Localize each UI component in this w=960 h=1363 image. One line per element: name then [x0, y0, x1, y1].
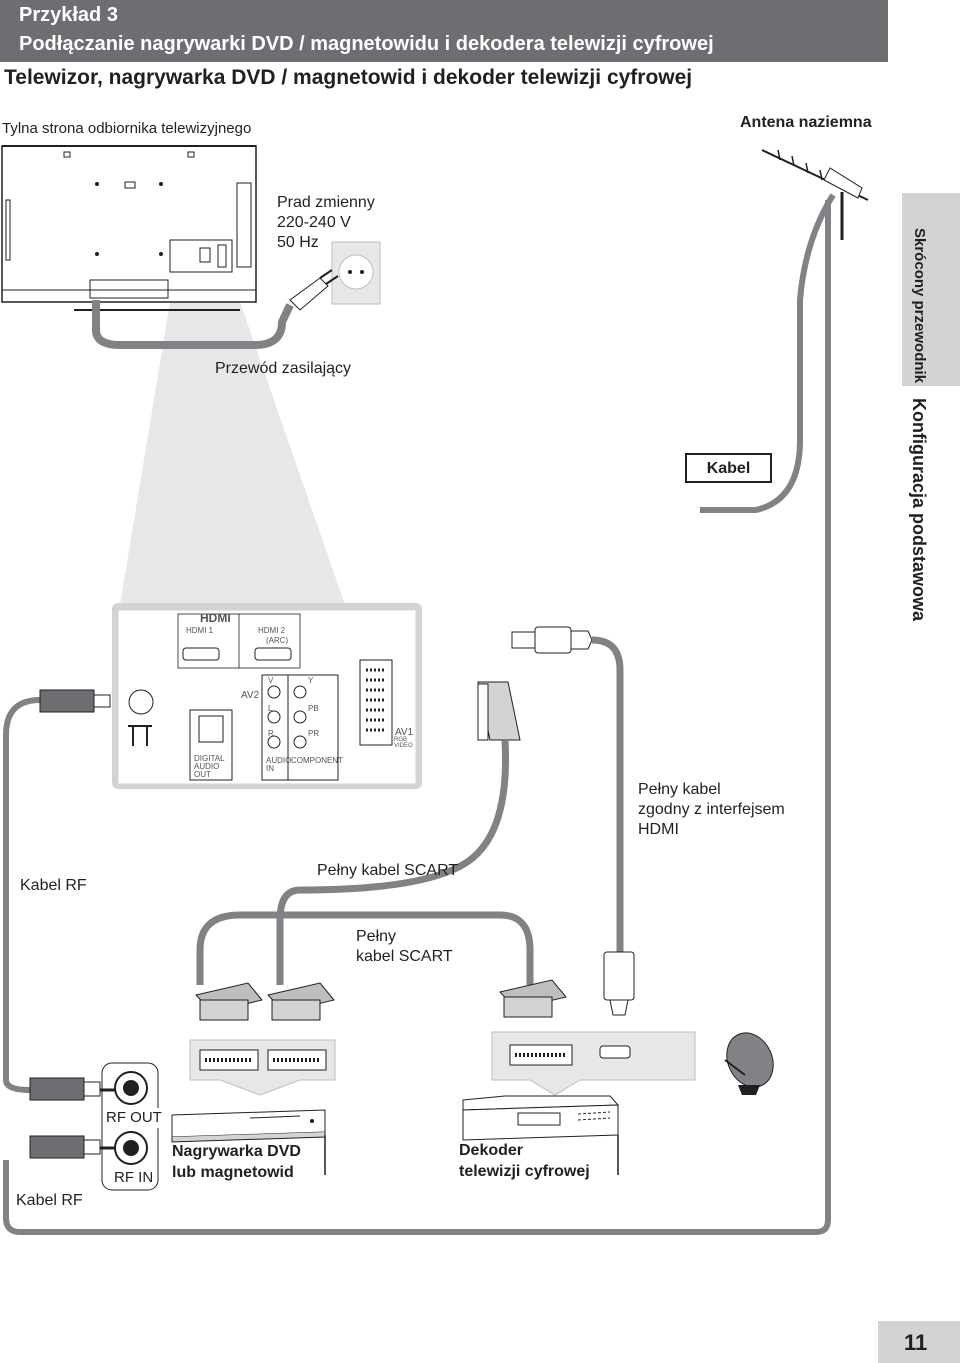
scart-plug-recorder-1: [195, 982, 263, 1021]
hdmi-plug-icon: [511, 626, 593, 654]
scart-cable-label-2-line2: kabel SCART: [356, 948, 453, 965]
r-label: R: [268, 729, 274, 738]
cable-label-box: Kabel: [685, 453, 772, 483]
optical-port: [198, 715, 224, 743]
video-label: VIDEO: [394, 743, 413, 749]
ac-label-line2: 220-240 V: [277, 214, 351, 231]
antenna-feed-cable: [3, 200, 831, 1235]
audio-in-label: AUDIO: [266, 756, 292, 765]
scart-cable-label-2-line1: Pełny: [356, 928, 397, 945]
side-tab: [902, 193, 960, 386]
l-label: L: [268, 704, 273, 713]
scart-cable-2: [196, 911, 534, 985]
scart-port: [359, 659, 393, 746]
power-plug-icon: [289, 269, 339, 311]
digital-label: DIGITAL: [194, 754, 225, 763]
y-label: Y: [308, 676, 314, 685]
hdmi-plug-decoder: [603, 951, 635, 1016]
power-cord: [92, 300, 294, 349]
antenna-cable: [700, 193, 836, 513]
pb-label: PB: [308, 704, 319, 713]
example-heading: Podłączanie nagrywarki DVD / magnetowidu…: [19, 33, 714, 55]
decoder-label-line2: telewizji cyfrowej: [459, 1163, 590, 1180]
antenna-icon: [761, 149, 869, 240]
component-label: COMPONENT: [291, 756, 343, 765]
recorder-device: [171, 1109, 326, 1143]
power-cord-label: Przewód zasilający: [215, 360, 352, 377]
rf-plug-icon: [29, 689, 111, 1159]
decoder-back-panel: [491, 1031, 696, 1096]
diagram-subtitle: Telewizor, nagrywarka DVD / magnetowid i…: [4, 66, 693, 89]
rf-cable-label-top: Kabel RF: [20, 877, 87, 894]
hdmi-logo: HDMI: [200, 611, 231, 625]
decoder-device: [462, 1095, 620, 1141]
v-label: V: [268, 676, 274, 685]
rf-out-label: RF OUT: [106, 1108, 162, 1128]
scart-plug-decoder: [499, 979, 567, 1018]
digital-out-label: OUT: [194, 770, 211, 779]
in-label: IN: [266, 764, 274, 773]
av2-label: AV2: [241, 690, 260, 701]
section-header: Przykład 3 Podłączanie nagrywarki DVD / …: [0, 0, 888, 62]
scart-plug-recorder-2: [267, 982, 335, 1021]
ac-label-line1: Prad zmienny: [277, 194, 375, 211]
pr-label: PR: [308, 729, 320, 738]
rf-cable-label-bottom: Kabel RF: [16, 1192, 83, 1209]
hdmi1-label: HDMI 1: [186, 626, 214, 635]
hdmi-cable: [591, 636, 624, 952]
hdmi-cable-label-line2: zgodny z interfejsem: [638, 801, 785, 818]
hdmi1-port: [182, 647, 220, 661]
rf-in-label: RF IN: [114, 1168, 154, 1188]
tv-back-label: Tylna strona odbiornika telewizyjnego: [2, 120, 252, 137]
recorder-label-line2: lub magnetowid: [172, 1164, 294, 1181]
av1-label: AV1: [395, 727, 414, 738]
decoder-label-line1: Dekoder: [459, 1142, 524, 1159]
ac-label-line3: 50 Hz: [277, 234, 319, 251]
digital-audio-label: AUDIO: [194, 762, 220, 771]
wall-socket-icon: [331, 241, 381, 305]
scart-cable-1: [276, 739, 510, 985]
cable-label: Kabel: [706, 460, 751, 477]
scart-cable-label-1: Pełny kabel SCART: [317, 862, 459, 879]
connection-panel: [112, 603, 422, 789]
antenna-port: [128, 689, 154, 715]
recorder-back-panel: [189, 1039, 336, 1096]
tv-back: [1, 145, 257, 311]
hdmi2-port: [254, 647, 292, 661]
rf-cable-top: [2, 697, 41, 1093]
satellite-dish-icon: [724, 1032, 774, 1095]
page-number-box: 11: [878, 1321, 960, 1363]
scart-plug-icon: [477, 681, 521, 741]
recorder-label-line1: Nagrywarka DVD: [172, 1143, 301, 1160]
example-title: Przykład 3: [19, 4, 118, 26]
arc-label: (ARC): [266, 636, 289, 645]
antenna-label: Antena naziemna: [740, 114, 872, 131]
zoom-beam: [120, 302, 345, 605]
rgb-label: RGB: [394, 737, 408, 743]
hdmi-cable-label-line1: Pełny kabel: [638, 781, 721, 798]
hdmi2-label: HDMI 2: [258, 626, 286, 635]
hdmi-cable-label-line3: HDMI: [638, 821, 679, 838]
page-number: 11: [904, 1330, 928, 1355]
